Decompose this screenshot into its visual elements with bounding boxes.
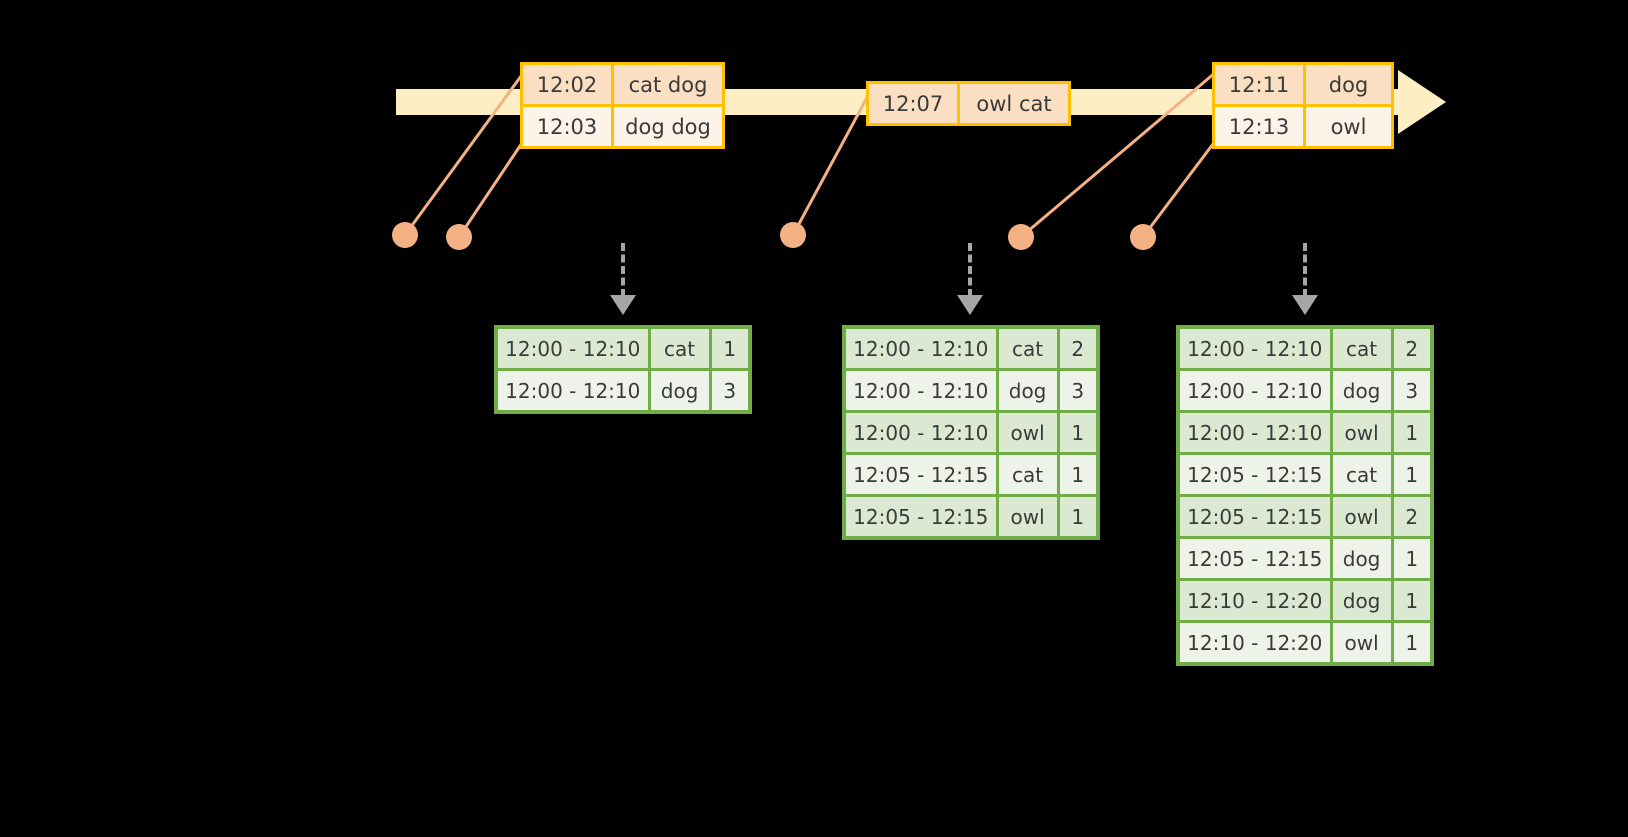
result-key: cat (1329, 329, 1391, 368)
result-count: 3 (708, 371, 748, 410)
emit-arrow-line-3 (1303, 243, 1307, 297)
result-count: 1 (1056, 413, 1096, 452)
table-row: 12:00 - 12:10 dog 3 (1180, 371, 1430, 413)
result-window: 12:00 - 12:10 (1187, 336, 1323, 361)
result-count: 3 (1056, 371, 1096, 410)
event-time: 12:03 (536, 114, 598, 139)
result-window: 12:00 - 12:10 (853, 420, 989, 445)
result-key: cat (647, 329, 709, 368)
result-window: 12:10 - 12:20 (1187, 588, 1323, 613)
result-window: 12:05 - 12:15 (1187, 546, 1323, 571)
result-count: 1 (1390, 455, 1430, 494)
result-count: 3 (1390, 371, 1430, 410)
result-key: owl (995, 497, 1057, 536)
result-key: owl (1329, 623, 1391, 662)
event-row: 12:02 cat dog (523, 65, 722, 104)
table-row: 12:00 - 12:10 cat 2 (1180, 329, 1430, 371)
table-row: 12:00 - 12:10 owl 1 (846, 413, 1096, 455)
timeline-arrow-icon (1398, 70, 1446, 134)
result-key: owl (995, 413, 1057, 452)
event-time: 12:07 (882, 91, 944, 116)
emit-arrow-head-2 (957, 295, 983, 315)
result-window: 12:00 - 12:10 (1187, 378, 1323, 403)
result-window: 12:05 - 12:15 (853, 504, 989, 529)
emit-arrow-line-1 (621, 243, 625, 297)
result-count: 2 (1390, 497, 1430, 536)
result-key: dog (1329, 539, 1391, 578)
result-window: 12:05 - 12:15 (853, 462, 989, 487)
result-count: 1 (1390, 581, 1430, 620)
result-window: 12:00 - 12:10 (1187, 420, 1323, 445)
result-table-3: 12:00 - 12:10 cat 2 12:00 - 12:10 dog 3 … (1176, 325, 1434, 666)
table-row: 12:10 - 12:20 owl 1 (1180, 623, 1430, 662)
result-count: 1 (1056, 455, 1096, 494)
event-value: cat dog (611, 65, 722, 104)
result-key: owl (1329, 413, 1391, 452)
event-row: 12:11 dog (1215, 65, 1391, 104)
event-group-2: 12:07 owl cat (866, 81, 1071, 126)
table-row: 12:05 - 12:15 cat 1 (846, 455, 1096, 497)
result-window: 12:05 - 12:15 (1187, 462, 1323, 487)
table-row: 12:05 - 12:15 dog 1 (1180, 539, 1430, 581)
result-table-2: 12:00 - 12:10 cat 2 12:00 - 12:10 dog 3 … (842, 325, 1100, 540)
event-group-3: 12:11 dog 12:13 owl (1212, 62, 1394, 149)
connector-dot-1 (392, 222, 418, 248)
result-window: 12:00 - 12:10 (505, 378, 641, 403)
table-row: 12:00 - 12:10 cat 1 (498, 329, 748, 371)
result-key: dog (1329, 581, 1391, 620)
event-value: owl cat (957, 84, 1068, 123)
emit-arrow-head-3 (1292, 295, 1318, 315)
table-row: 12:10 - 12:20 dog 1 (1180, 581, 1430, 623)
table-row: 12:00 - 12:10 dog 3 (846, 371, 1096, 413)
event-value: dog dog (611, 107, 722, 146)
connector-dot-4 (1008, 224, 1034, 250)
event-value: dog (1303, 65, 1391, 104)
result-key: dog (995, 371, 1057, 410)
table-row: 12:05 - 12:15 cat 1 (1180, 455, 1430, 497)
emit-arrow-line-2 (968, 243, 972, 297)
table-row: 12:00 - 12:10 owl 1 (1180, 413, 1430, 455)
event-group-1: 12:02 cat dog 12:03 dog dog (520, 62, 725, 149)
table-row: 12:00 - 12:10 cat 2 (846, 329, 1096, 371)
result-table-1: 12:00 - 12:10 cat 1 12:00 - 12:10 dog 3 (494, 325, 752, 414)
connector-dot-3 (780, 222, 806, 248)
result-window: 12:05 - 12:15 (1187, 504, 1323, 529)
result-count: 1 (1390, 623, 1430, 662)
result-count: 1 (1390, 539, 1430, 578)
result-count: 1 (1056, 497, 1096, 536)
table-row: 12:05 - 12:15 owl 1 (846, 497, 1096, 536)
result-count: 2 (1056, 329, 1096, 368)
result-key: dog (1329, 371, 1391, 410)
result-window: 12:00 - 12:10 (853, 378, 989, 403)
event-row: 12:03 dog dog (523, 104, 722, 146)
result-key: cat (995, 329, 1057, 368)
result-key: cat (1329, 455, 1391, 494)
table-row: 12:05 - 12:15 owl 2 (1180, 497, 1430, 539)
connector-dot-5 (1130, 224, 1156, 250)
event-value: owl (1303, 107, 1391, 146)
event-time: 12:11 (1228, 72, 1290, 97)
result-key: dog (647, 371, 709, 410)
event-time: 12:13 (1228, 114, 1290, 139)
event-row: 12:07 owl cat (869, 84, 1068, 123)
event-row: 12:13 owl (1215, 104, 1391, 146)
result-count: 1 (1390, 413, 1430, 452)
result-key: owl (1329, 497, 1391, 536)
result-count: 2 (1390, 329, 1430, 368)
result-key: cat (995, 455, 1057, 494)
result-count: 1 (708, 329, 748, 368)
result-window: 12:00 - 12:10 (853, 336, 989, 361)
connector-dot-2 (446, 224, 472, 250)
result-window: 12:00 - 12:10 (505, 336, 641, 361)
emit-arrow-head-1 (610, 295, 636, 315)
event-time: 12:02 (536, 72, 598, 97)
table-row: 12:00 - 12:10 dog 3 (498, 371, 748, 410)
result-window: 12:10 - 12:20 (1187, 630, 1323, 655)
